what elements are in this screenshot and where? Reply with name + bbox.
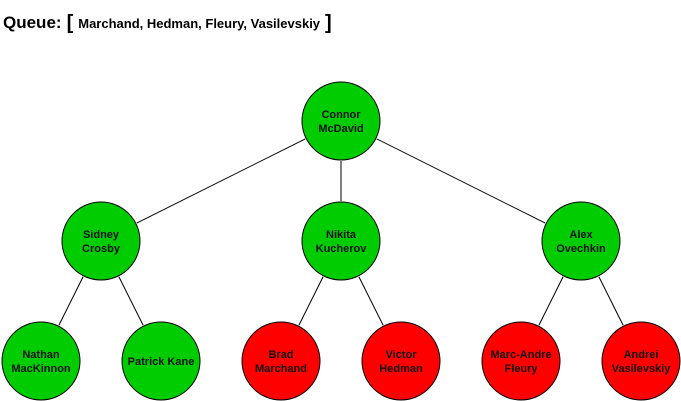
edge-kucherov-hedman: [358, 276, 384, 326]
edge-kucherov-marchand: [298, 276, 324, 326]
node-label-kucherov: Nikita: [326, 229, 357, 241]
node-label-mackinnon: MacKinnon: [11, 363, 71, 375]
node-label-vasilevskiy: Vasilevskiy: [612, 363, 672, 375]
node-label-mackinnon: Nathan: [22, 349, 60, 361]
node-circle-vasilevskiy: [601, 321, 681, 401]
edge-crosby-mackinnon: [58, 276, 84, 326]
node-circle-kucherov: [301, 201, 381, 281]
node-label-fleury: Fleury: [504, 363, 538, 375]
queue-label: Queue:: [3, 13, 62, 32]
queue-items: Marchand, Hedman, Fleury, Vasilevskiy: [78, 15, 321, 31]
node-label-marchand: Brad: [268, 349, 293, 361]
node-label-marchand: Marchand: [255, 363, 307, 375]
node-circle-root: [301, 81, 381, 161]
node-label-ovechkin: Ovechkin: [556, 243, 606, 255]
node-label-hedman: Hedman: [379, 363, 423, 375]
node-label-hedman: Victor: [386, 349, 418, 361]
node-circle-marchand: [241, 321, 321, 401]
node-label-ovechkin: Alex: [569, 229, 593, 241]
node-circle-crosby: [61, 201, 141, 281]
node-circle-hedman: [361, 321, 441, 401]
node-circle-ovechkin: [541, 201, 621, 281]
queue-close-bracket: ]: [325, 11, 332, 34]
node-label-crosby: Crosby: [82, 243, 121, 255]
edges: [58, 138, 624, 326]
node-circle-fleury: [481, 321, 561, 401]
edge-root-crosby: [136, 138, 306, 224]
node-label-kane: Patrick Kane: [128, 356, 195, 368]
node-label-fleury: Marc-Andre: [490, 349, 551, 361]
queue-open-bracket: [: [66, 11, 74, 34]
node-label-root: McDavid: [318, 123, 363, 135]
nodes: ConnorMcDavidSidneyCrosbyNikitaKucherovA…: [1, 81, 681, 401]
node-label-root: Connor: [321, 109, 361, 121]
edge-root-ovechkin: [376, 138, 546, 224]
queue-header: Queue: [ Marchand, Hedman, Fleury, Vasil…: [3, 10, 337, 36]
node-label-kucherov: Kucherov: [316, 243, 368, 255]
edge-crosby-kane: [118, 276, 144, 326]
node-label-vasilevskiy: Andrei: [624, 349, 659, 361]
node-kane: Patrick Kane: [121, 321, 201, 401]
node-circle-kane: [121, 321, 201, 401]
node-circle-mackinnon: [1, 321, 81, 401]
edge-ovechkin-vasilevskiy: [598, 276, 624, 326]
edge-ovechkin-fleury: [538, 276, 564, 326]
node-label-crosby: Sidney: [83, 229, 120, 241]
